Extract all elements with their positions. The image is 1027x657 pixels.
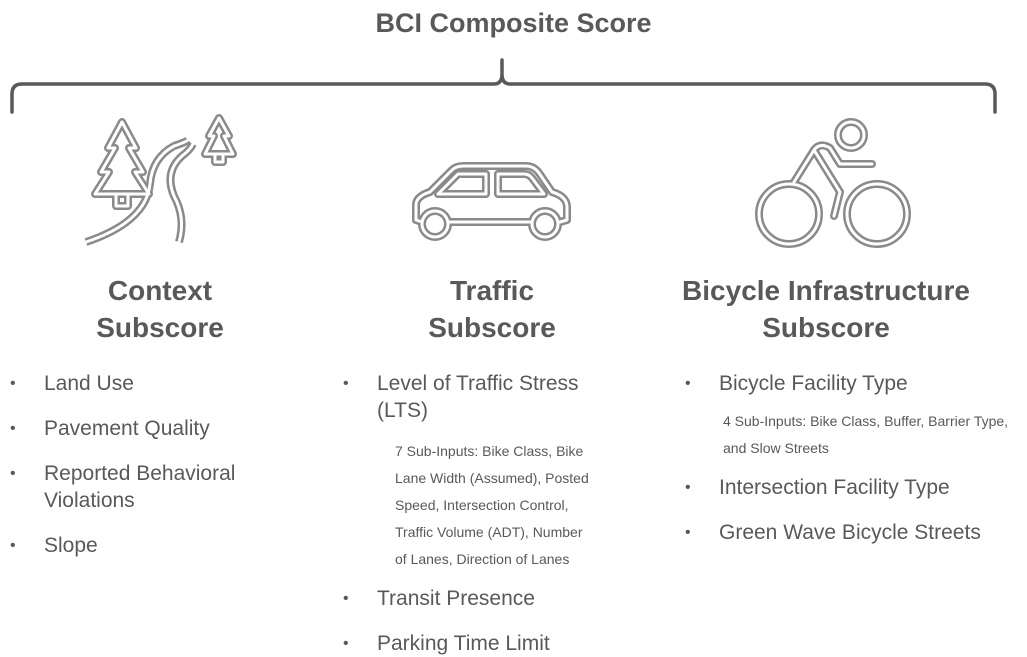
cyclist-icon (755, 118, 911, 248)
traffic-subscore-heading: Traffic Subscore (428, 275, 556, 343)
sub-input-note: 7 Sub-Inputs: Bike Class, Bike Lane Widt… (395, 443, 589, 567)
context-input-list: •Land Use •Pavement Quality •Reported Be… (10, 370, 310, 559)
diagram-title: BCI Composite Score (375, 8, 652, 38)
list-item: •Level of Traffic Stress (LTS) (343, 372, 579, 422)
grouping-brace (10, 58, 997, 114)
bicycle-infrastructure-input-list: •Bicycle Facility Type 4 Sub-Inputs: Bik… (685, 370, 1025, 546)
list-item: •Intersection Facility Type (685, 476, 950, 499)
bicycle-infrastructure-subscore-heading: Bicycle Infrastructure Subscore (682, 275, 970, 343)
list-item: •Land Use (10, 372, 134, 395)
list-item: •Reported Behavioral Violations (10, 462, 236, 512)
list-item: •Transit Presence (343, 587, 535, 610)
car-icon (412, 162, 571, 241)
sub-input-note: 4 Sub-Inputs: Bike Class, Buffer, Barrie… (723, 413, 1009, 456)
list-item: •Pavement Quality (10, 417, 210, 440)
traffic-input-list: •Level of Traffic Stress (LTS) 7 Sub-Inp… (343, 370, 663, 657)
list-item: •Slope (10, 534, 98, 557)
context-subscore-heading: Context Subscore (96, 275, 224, 343)
list-item: •Parking Time Limit (343, 632, 550, 655)
forest-road-icon (84, 114, 237, 246)
list-item: •Green Wave Bicycle Streets (685, 521, 981, 544)
list-item: •Bicycle Facility Type (685, 372, 908, 395)
